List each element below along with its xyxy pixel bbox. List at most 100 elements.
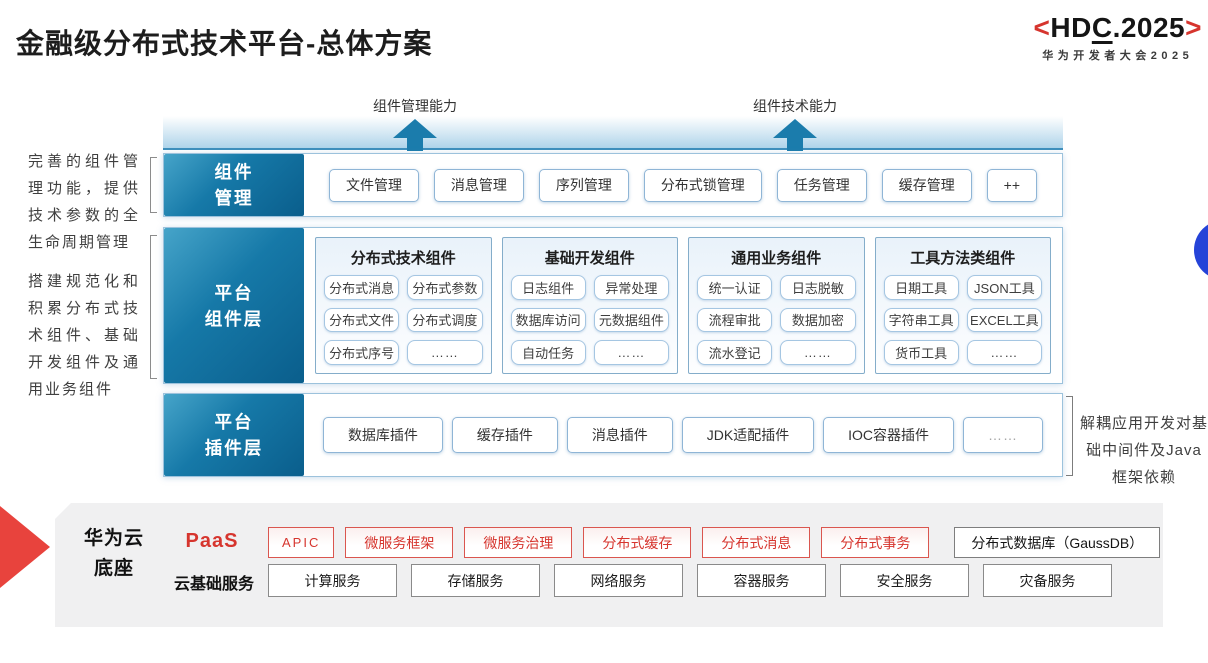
component-cell: 字符串工具 xyxy=(883,307,959,333)
cloud-service-box: 计算服务 xyxy=(268,564,397,597)
paas-service-box: 分布式消息 xyxy=(702,527,811,558)
logo-year: .2025 xyxy=(1112,12,1186,43)
layer-label-platform-plugins: 平台插件层 xyxy=(164,394,304,476)
layer-label-line: 平台 xyxy=(214,412,254,432)
edge-accent-circle xyxy=(1194,220,1208,280)
component-box: 消息管理 xyxy=(433,168,524,202)
cloud-service-box: 存储服务 xyxy=(411,564,540,597)
component-cell: 自动任务 xyxy=(510,340,586,365)
component-cell: EXCEL工具 xyxy=(966,307,1042,333)
logo-close-bracket: > xyxy=(1185,12,1202,43)
component-column-title: 基础开发组件 xyxy=(544,250,635,267)
component-column: 通用业务组件统一认证日志脱敏流程审批数据加密流水登记 …… xyxy=(688,237,865,374)
component-cell: 日志脱敏 xyxy=(780,275,856,300)
component-cell: 分布式参数 xyxy=(407,275,483,300)
component-cell: 日志组件 xyxy=(510,275,586,300)
cloud-service-box: 安全服务 xyxy=(840,564,969,597)
platform-component-columns: 分布式技术组件分布式消息分布式参数分布式文件分布式调度分布式序号……基础开发组件… xyxy=(304,228,1062,383)
cloud-basic-services-label: 云基础服务 xyxy=(173,576,254,593)
logo-c-underlined: C xyxy=(1091,12,1113,43)
component-cell: 分布式序号 xyxy=(324,340,400,365)
arrow-head xyxy=(773,119,817,138)
cloud-basic-service-row: 计算服务存储服务网络服务容器服务安全服务灾备服务 xyxy=(268,564,1112,597)
plugin-box: 数据库插件 xyxy=(322,417,443,453)
layer-label-component-management: 组件管理 xyxy=(164,154,304,216)
component-column-grid: 分布式消息分布式参数分布式文件分布式调度分布式序号 …… xyxy=(324,275,483,365)
component-cell: 分布式消息 xyxy=(324,275,400,300)
left-bracket-1 xyxy=(150,157,157,213)
component-cell: 分布式调度 xyxy=(407,307,483,333)
component-column: 基础开发组件日志组件异常处理数据库访问元数据组件自动任务 …… xyxy=(501,237,678,374)
component-cell: 分布式文件 xyxy=(324,307,400,333)
paas-service-box: 分布式缓存 xyxy=(583,527,692,558)
component-cell: 日期工具 xyxy=(883,275,959,300)
component-cell: …… xyxy=(407,340,483,365)
component-cell: 数据加密 xyxy=(780,307,856,333)
arrow-stem xyxy=(787,138,803,151)
component-cell: 数据库访问 xyxy=(510,307,586,333)
plugin-box: 消息插件 xyxy=(566,417,673,453)
component-column: 分布式技术组件分布式消息分布式参数分布式文件分布式调度分布式序号 …… xyxy=(315,237,492,374)
component-cell: 元数据组件 xyxy=(593,307,669,333)
up-arrow-icon xyxy=(773,119,817,151)
annotation-component-management: 完善的组件管理功能，提供技术参数的全生命周期管理 xyxy=(28,153,140,251)
component-cell: 流程审批 xyxy=(697,307,773,333)
arrow-stem xyxy=(407,138,423,151)
layer-label-line: 组件 xyxy=(214,162,254,182)
component-box: 分布式锁管理 xyxy=(643,168,762,202)
plugin-box: …… xyxy=(962,417,1043,453)
component-cell: …… xyxy=(780,340,856,365)
paas-service-box: APIC xyxy=(268,527,335,558)
component-column-grid: 统一认证日志脱敏流程审批数据加密流水登记 …… xyxy=(697,275,856,365)
hdc-logo: <HDC.2025> 华为开发者大会2025 xyxy=(1034,12,1202,63)
component-box: 文件管理 xyxy=(328,168,419,202)
component-column-title: 通用业务组件 xyxy=(731,250,822,267)
plugin-box: 缓存插件 xyxy=(451,417,558,453)
capability-management-label: 组件管理能力 xyxy=(373,98,457,114)
page-title: 金融级分布式技术平台-总体方案 xyxy=(16,28,433,59)
component-management-items: 文件管理消息管理序列管理分布式锁管理任务管理缓存管理 ++ xyxy=(304,154,1062,216)
paas-label: PaaS xyxy=(185,530,239,552)
capability-technology-label: 组件技术能力 xyxy=(753,98,837,114)
layer-label-line: 插件层 xyxy=(204,438,264,458)
cloud-service-box: 容器服务 xyxy=(697,564,826,597)
layer-label-line: 平台 xyxy=(214,282,254,303)
layer-label-platform-components: 平台组件层 xyxy=(164,228,304,383)
component-box: ++ xyxy=(986,168,1038,202)
layer-label-line: 组件层 xyxy=(204,308,264,329)
left-bracket-2 xyxy=(150,235,157,379)
component-box: 序列管理 xyxy=(538,168,629,202)
component-cell: 异常处理 xyxy=(593,275,669,300)
component-box: 任务管理 xyxy=(776,168,867,202)
component-cell: JSON工具 xyxy=(966,275,1042,300)
component-cell: 流水登记 xyxy=(697,340,773,365)
capability-technology: 组件技术能力 xyxy=(730,96,860,151)
paas-service-box: 微服务框架 xyxy=(345,527,454,558)
huawei-cloud-base-label: 华为云底座 xyxy=(78,524,150,584)
arrow-head xyxy=(393,119,437,138)
gaussdb-box: 分布式数据库（GaussDB） xyxy=(954,527,1161,558)
component-column-title: 工具方法类组件 xyxy=(910,250,1016,267)
component-cell: 货币工具 xyxy=(883,340,959,365)
layer-label-line: 底座 xyxy=(93,558,134,579)
hdc-logo-subtitle: 华为开发者大会2025 xyxy=(1042,50,1194,62)
logo-open-bracket: < xyxy=(1033,12,1051,43)
annotation-component-build: 搭建规范化和积累分布式技术组件、基础开发组件及通用业务组件 xyxy=(28,273,140,398)
component-cell: 统一认证 xyxy=(697,275,773,300)
plugin-box: IOC容器插件 xyxy=(823,417,955,453)
layer-component-management: 组件管理 文件管理消息管理序列管理分布式锁管理任务管理缓存管理 ++ xyxy=(163,153,1063,217)
red-arrow-icon xyxy=(0,506,50,588)
component-column-title: 分布式技术组件 xyxy=(350,250,456,267)
cloud-service-box: 网络服务 xyxy=(554,564,683,597)
component-box: 缓存管理 xyxy=(881,168,972,202)
component-cell: …… xyxy=(593,340,669,365)
capability-management: 组件管理能力 xyxy=(350,96,480,151)
paas-service-box: 分布式事务 xyxy=(821,527,930,558)
up-arrow-icon xyxy=(393,119,437,151)
layer-label-line: 管理 xyxy=(214,188,254,208)
component-column-grid: 日志组件异常处理数据库访问元数据组件自动任务 …… xyxy=(510,275,669,365)
